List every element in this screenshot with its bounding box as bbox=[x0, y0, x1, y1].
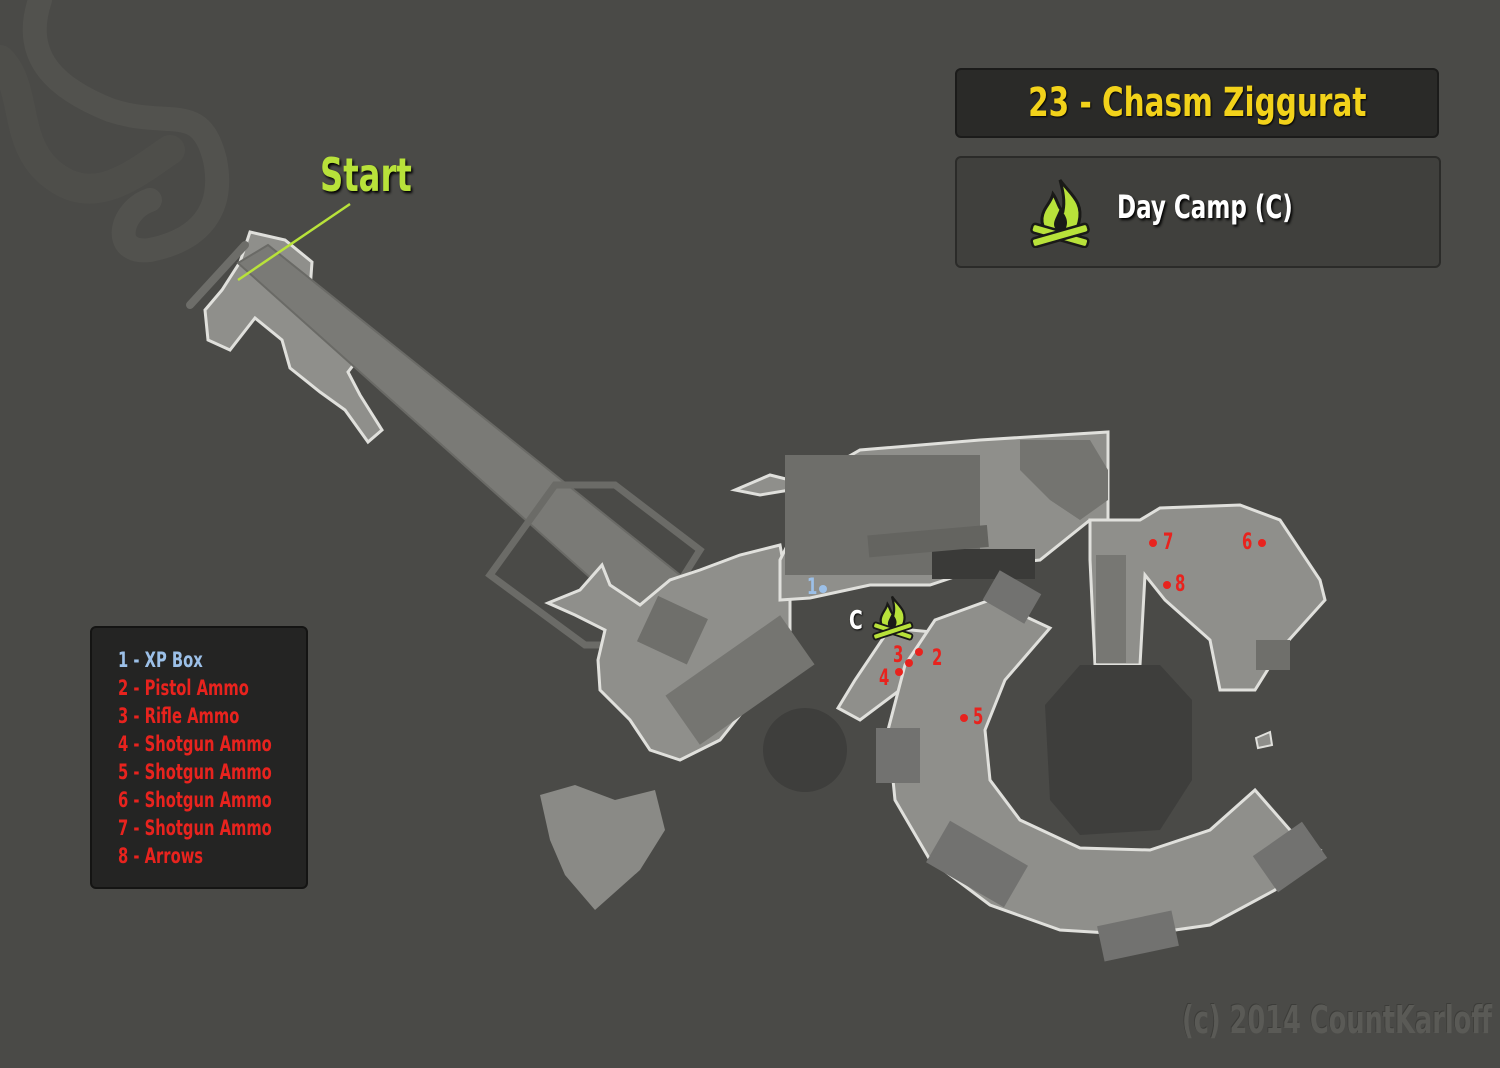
map-number-1: 1 bbox=[807, 575, 818, 600]
bridge-beam bbox=[1096, 555, 1126, 663]
item-dot-8 bbox=[1163, 581, 1171, 589]
lower-left-platform bbox=[540, 785, 665, 910]
ring-pillar-1 bbox=[876, 728, 920, 783]
small-ledge bbox=[1254, 730, 1274, 750]
item-legend: 1 - XP Box 2 - Pistol Ammo 3 - Rifle Ammo 4… bbox=[90, 626, 308, 889]
legend-item: 6 - Shotgun Ammo bbox=[118, 788, 272, 812]
legend-item: 8 - Arrows bbox=[118, 844, 204, 868]
item-dot-4 bbox=[895, 668, 903, 676]
campfire-icon bbox=[872, 595, 914, 641]
camp-marker-letter: C bbox=[849, 606, 863, 636]
corridor-edge bbox=[186, 241, 249, 309]
ring-pillar-4 bbox=[1252, 821, 1328, 893]
legend-item: 5 - Shotgun Ammo bbox=[118, 760, 272, 784]
dark-beam bbox=[932, 549, 1035, 579]
item-dot-5 bbox=[960, 714, 968, 722]
map-number-2: 2 bbox=[932, 646, 943, 671]
background-terrain bbox=[22, 0, 230, 263]
legend-item: 4 - Shotgun Ammo bbox=[118, 732, 272, 756]
map-number-7: 7 bbox=[1163, 530, 1174, 555]
map-number-6: 6 bbox=[1242, 530, 1253, 555]
camp-key-label: Day Camp (C) bbox=[1117, 188, 1293, 226]
crate-block bbox=[636, 595, 708, 665]
item-dot-2 bbox=[915, 648, 923, 656]
roof-block-2 bbox=[1020, 440, 1108, 520]
long-corridor bbox=[236, 243, 707, 642]
map-number-8: 8 bbox=[1175, 572, 1186, 597]
wall-block bbox=[665, 615, 815, 745]
ring-pillar-3 bbox=[1097, 910, 1179, 962]
level-title-box: 23 - Chasm Ziggurat bbox=[955, 68, 1439, 138]
legend-item: 2 - Pistol Ammo bbox=[118, 676, 249, 700]
legend-item: 7 - Shotgun Ammo bbox=[118, 816, 272, 840]
campfire-icon bbox=[1029, 176, 1091, 249]
start-label: Start bbox=[320, 148, 412, 202]
gray-beam bbox=[867, 524, 989, 558]
legend-item: 1 - XP Box bbox=[118, 648, 203, 672]
map-number-5: 5 bbox=[973, 705, 984, 730]
camp-key-box: Day Camp (C) bbox=[955, 156, 1441, 268]
map-number-3: 3 bbox=[893, 643, 904, 668]
ring-pillar-2 bbox=[926, 820, 1028, 908]
background-terrain-2 bbox=[0, 45, 185, 204]
map-number-4: 4 bbox=[879, 666, 890, 691]
central-pit bbox=[1045, 665, 1192, 835]
item-dot-3 bbox=[905, 659, 913, 667]
item-dot-7 bbox=[1149, 539, 1157, 547]
xp-box-dot bbox=[819, 585, 827, 593]
item-dot-6 bbox=[1258, 539, 1266, 547]
start-pointer-line bbox=[237, 202, 351, 282]
level-title: 23 - Chasm Ziggurat bbox=[1027, 80, 1367, 126]
legend-item: 3 - Rifle Ammo bbox=[118, 704, 240, 728]
ring-pillar-5 bbox=[982, 570, 1042, 624]
legend-list: 1 - XP Box 2 - Pistol Ammo 3 - Rifle Ammo 4… bbox=[118, 646, 306, 870]
side-block bbox=[1256, 640, 1290, 670]
round-pit bbox=[763, 708, 847, 792]
copyright-watermark: (c) 2014 CountKarloff bbox=[1182, 998, 1493, 1042]
